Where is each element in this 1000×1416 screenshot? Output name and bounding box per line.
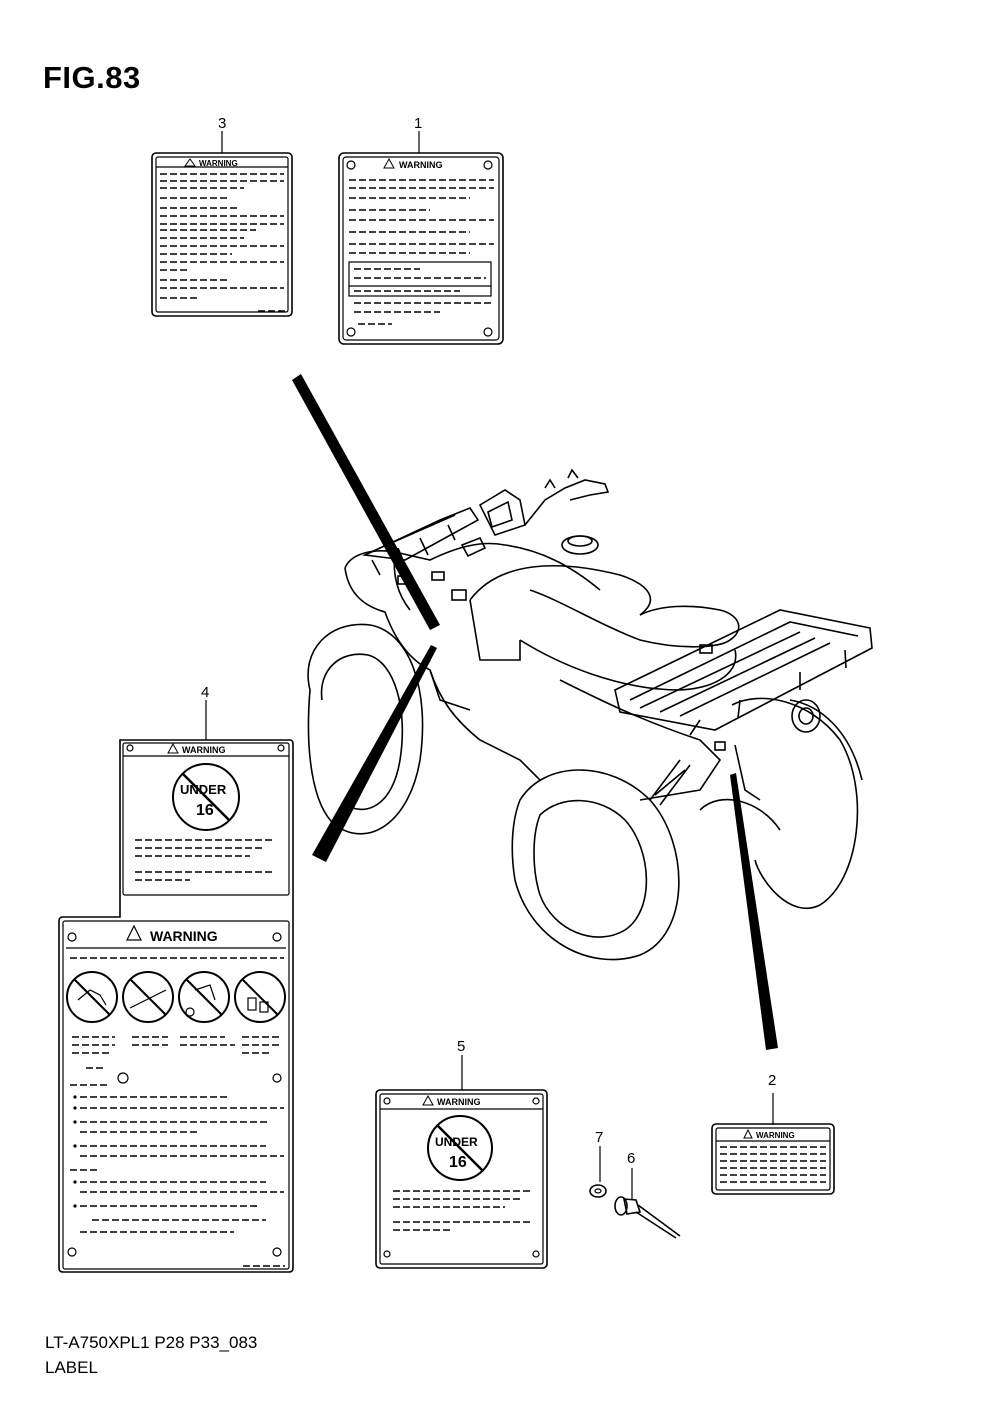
prohibition-pictogram-icon bbox=[122, 971, 174, 1023]
pointer-line-4 bbox=[312, 645, 437, 862]
warning-triangle-icon bbox=[383, 157, 395, 169]
prohibition-pictogram-icon bbox=[178, 971, 230, 1023]
callout-3: 3 bbox=[218, 115, 226, 132]
callout-4: 4 bbox=[201, 684, 209, 701]
label-4: 4 WARNING UNDER 16 WARNING bbox=[58, 684, 294, 1273]
label-2: 2 WARNING bbox=[711, 1072, 835, 1195]
label-3: 3 WARNING bbox=[151, 115, 293, 317]
label-4b-warning: WARNING bbox=[150, 928, 218, 944]
no-under-16-icon bbox=[427, 1115, 493, 1181]
label-1: 1 WARNING bbox=[338, 115, 504, 345]
prohibition-pictogram-icon bbox=[66, 971, 118, 1023]
warning-triangle-icon bbox=[422, 1094, 434, 1106]
no-under-16-icon bbox=[172, 763, 240, 831]
callout-5: 5 bbox=[457, 1038, 465, 1055]
under-text: UNDER bbox=[435, 1135, 478, 1149]
label-4-warning: WARNING bbox=[182, 745, 226, 755]
label-2-warning: WARNING bbox=[756, 1131, 795, 1140]
age-text: 16 bbox=[196, 802, 214, 819]
callout-6: 6 bbox=[627, 1150, 635, 1167]
callout-1: 1 bbox=[414, 115, 422, 132]
label-5: 5 WARNING UNDER 16 bbox=[375, 1038, 548, 1269]
under-text: UNDER bbox=[180, 782, 227, 797]
callout-7: 7 bbox=[595, 1129, 603, 1146]
warning-triangle-icon bbox=[167, 742, 179, 754]
part-7-washer: 7 bbox=[589, 1129, 607, 1198]
age-text: 16 bbox=[449, 1154, 467, 1171]
section-name: LABEL bbox=[45, 1358, 98, 1377]
figure-title: FIG.83 bbox=[43, 60, 141, 95]
label-5-warning: WARNING bbox=[437, 1097, 481, 1107]
label-1-warning: WARNING bbox=[399, 160, 443, 170]
pointer-line-2 bbox=[730, 773, 778, 1050]
pointer-line-1 bbox=[292, 374, 440, 630]
callout-2: 2 bbox=[768, 1072, 776, 1089]
part-6-rivet: 6 bbox=[614, 1150, 681, 1239]
prohibition-pictogram-icon bbox=[234, 971, 286, 1023]
model-code: LT-A750XPL1 P28 P33_083 bbox=[45, 1333, 258, 1352]
warning-triangle-icon bbox=[184, 158, 196, 167]
label-3-warning: WARNING bbox=[199, 159, 238, 168]
warning-triangle-icon bbox=[743, 1128, 753, 1139]
warning-triangle-icon bbox=[126, 924, 142, 941]
